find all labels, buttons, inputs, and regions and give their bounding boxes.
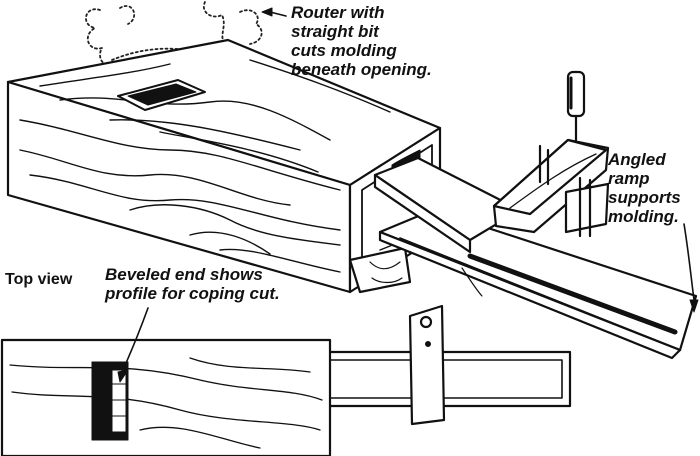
router-pointer: [261, 7, 287, 17]
support-block: [348, 246, 412, 294]
top-view-heading: Top view: [5, 271, 73, 288]
bevel-pointer: [117, 307, 149, 383]
clamp: [492, 70, 610, 238]
front-grain: [19, 119, 341, 273]
top-grain: [39, 59, 391, 173]
ramp-pointer: [683, 223, 695, 301]
router-label: Router with straight bit cuts molding be…: [291, 3, 432, 79]
router-opening: [117, 79, 206, 111]
top-view-drawing: [0, 304, 572, 456]
ramp-label: Angled ramp supports molding.: [608, 150, 681, 226]
bevel-label: Beveled end shows profile for coping cut…: [105, 265, 280, 303]
